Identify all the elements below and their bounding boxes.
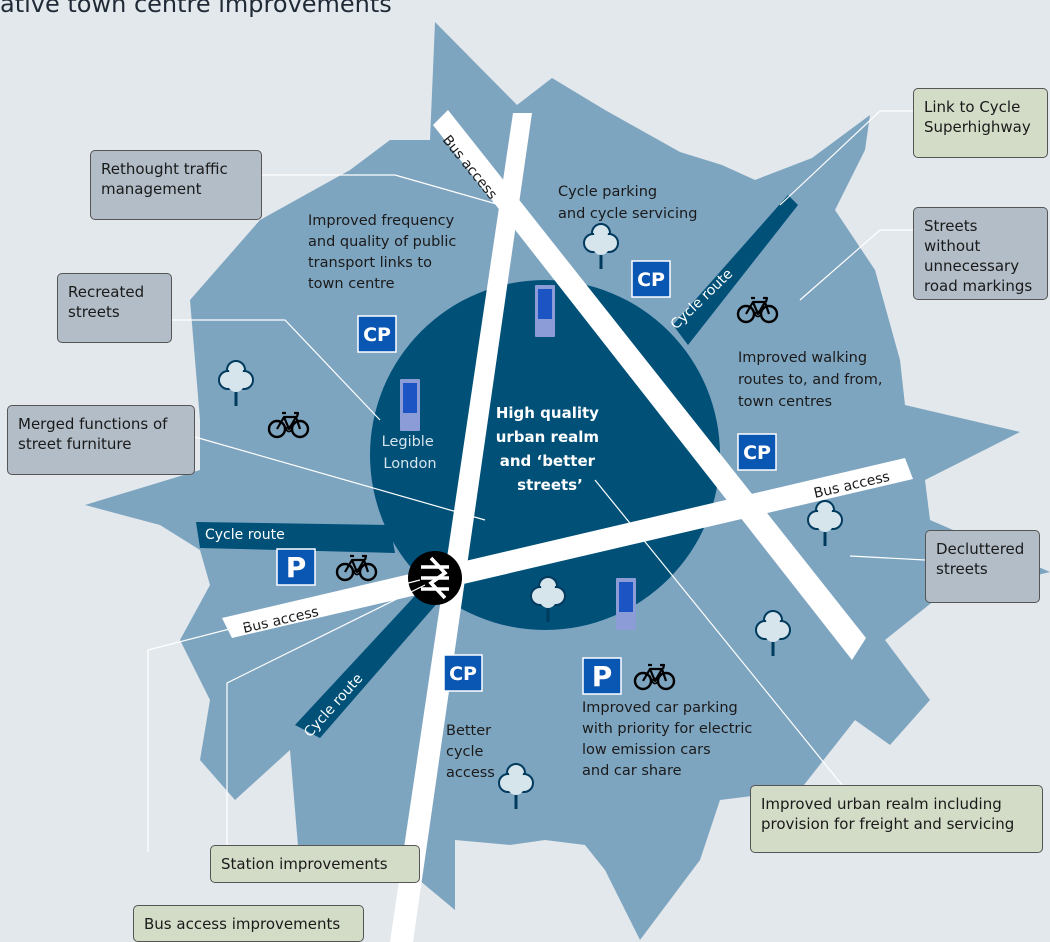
text-line: access <box>446 765 495 781</box>
cp-sign-icon: CP <box>357 315 397 353</box>
text-line: and quality of public <box>308 234 456 250</box>
roads <box>222 110 913 942</box>
centre-text-line: urban realm <box>496 428 599 446</box>
callout-cycle-superhighway: Link to Cycle Superhighway <box>913 88 1048 158</box>
centre-text-line: and ‘better <box>500 452 596 470</box>
svg-text:P: P <box>592 660 613 693</box>
text-line: town centre <box>308 276 395 292</box>
text-line: with priority for electric <box>582 721 752 737</box>
text-line: low emission cars <box>582 742 711 758</box>
callout-bus-access-improvements: Bus access improvements <box>133 905 364 942</box>
centre-text: High quality urban realm and ‘better str… <box>496 404 605 494</box>
better-cycle-text: Better cycle access <box>446 723 496 781</box>
cycle-parking-text: Cycle parking and cycle servicing <box>558 184 697 222</box>
svg-text:CP: CP <box>637 269 665 291</box>
svg-text:P: P <box>286 551 307 584</box>
text-line: Legible <box>382 434 434 450</box>
callout-streets-without-markings: Streets without unnecessary road marking… <box>913 207 1048 300</box>
public-transport-text: Improved frequency and quality of public… <box>308 213 461 292</box>
callout-station-improvements: Station improvements <box>210 845 420 883</box>
svg-text:CP: CP <box>743 442 771 464</box>
cycle-routes <box>196 195 798 738</box>
legible-london-text: Legible London <box>382 434 439 472</box>
svg-text:CP: CP <box>449 663 477 685</box>
text-line: Better <box>446 723 491 739</box>
legible-london-sign-icon <box>535 285 555 337</box>
callout-rethought-traffic: Rethought traffic management <box>90 150 262 220</box>
cp-sign-icon: CP <box>737 433 777 471</box>
callout-improved-urban-realm: Improved urban realm including provision… <box>750 785 1043 853</box>
svg-text:CP: CP <box>363 324 391 346</box>
legible-london-sign-icon <box>616 578 636 630</box>
text-line: transport links to <box>308 255 432 271</box>
legible-london-sign-icon <box>400 379 420 431</box>
text-line: Improved frequency <box>308 213 455 229</box>
text-line: and cycle servicing <box>558 206 697 222</box>
centre-text-line: streets’ <box>517 476 583 494</box>
text-line: cycle <box>446 744 484 760</box>
parking-sign-icon: P <box>582 657 622 695</box>
text-line: town centres <box>738 394 832 410</box>
text-line: and car share <box>582 763 682 779</box>
text-line: London <box>383 456 436 472</box>
text-line: Improved car parking <box>582 700 738 716</box>
parking-sign-icon: P <box>276 548 316 586</box>
leader-lines <box>147 110 926 852</box>
callout-recreated-streets: Recreated streets <box>57 273 172 343</box>
text-line: Cycle parking <box>558 184 657 200</box>
cp-sign-icon: CP <box>443 654 483 692</box>
national-rail-icon <box>408 551 462 605</box>
text-line: Improved walking <box>738 350 867 366</box>
page-title: ative town centre improvements <box>0 0 392 18</box>
road-label-cycle-route-w: Cycle route <box>205 527 285 543</box>
car-parking-text: Improved car parking with priority for e… <box>582 700 757 779</box>
walking-routes-text: Improved walking routes to, and from, to… <box>738 350 887 410</box>
centre-text-line: High quality <box>496 404 599 422</box>
text-line: routes to, and from, <box>738 372 883 388</box>
callout-decluttered-streets: Decluttered streets <box>925 530 1040 603</box>
callout-merged-functions: Merged functions of street furniture <box>7 405 195 475</box>
cp-sign-icon: CP <box>631 260 671 298</box>
